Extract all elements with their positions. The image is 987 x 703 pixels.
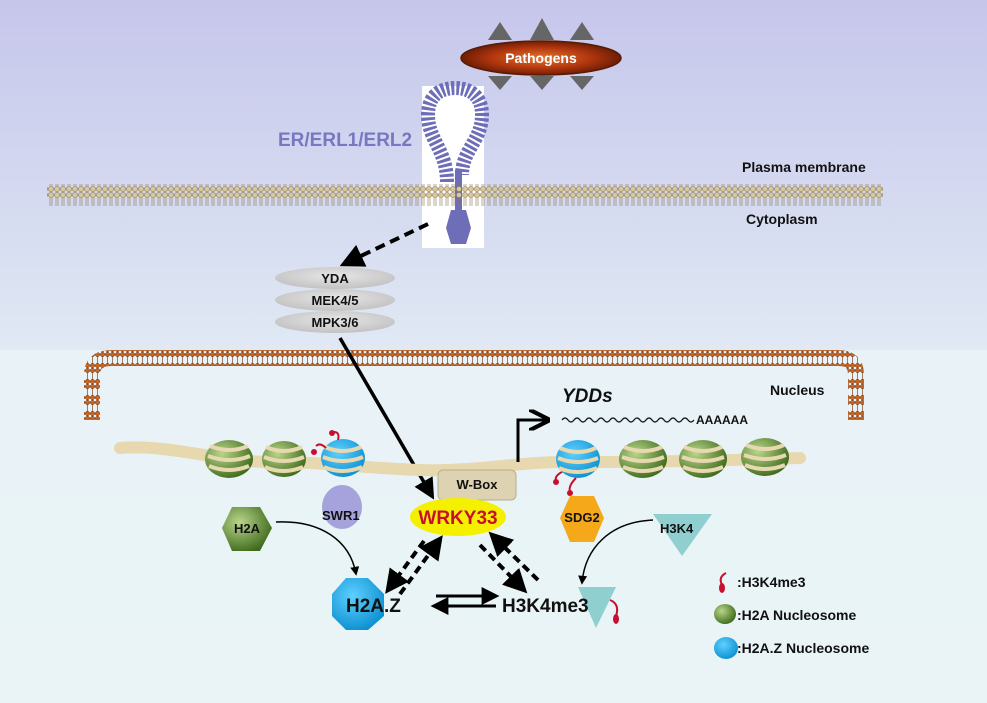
- ydds-label: YDDs: [562, 386, 613, 407]
- yda-node: [275, 267, 395, 289]
- h2a-nucleosome-icon: [222, 507, 272, 551]
- h3k4me3-mark-icon: [609, 599, 619, 624]
- polya-label: AAAAAA: [696, 413, 748, 427]
- legend-h3k4me3-label: :H3K4me3: [737, 574, 806, 590]
- h2a-to-h2az-arrow: [275, 521, 360, 576]
- h2az-label: H2A.Z: [346, 596, 401, 617]
- legend: :H3K4me3 :H2A Nucleosome :H2A.Z Nucleoso…: [714, 572, 869, 659]
- swr1-label: SWR1: [322, 508, 360, 523]
- h2az-nucleosome-icon: [321, 439, 365, 477]
- transcription-start-arrow: [516, 420, 548, 462]
- h2a-nucleosome-icon: [205, 440, 253, 478]
- wrky33-node: [410, 498, 506, 536]
- wbox-label: W-Box: [457, 477, 499, 492]
- h3k4-triangle-icon: [653, 514, 712, 556]
- h2az-to-wrky33-arrow: [398, 535, 443, 596]
- h3k4me3-mark-icon: [719, 572, 727, 593]
- legend-h2a-label: :H2A Nucleosome: [737, 607, 857, 623]
- mek-node: [275, 289, 395, 311]
- h3k4-to-h3k4me3-arrow: [578, 519, 654, 585]
- h3k4me3-mark-icon: [553, 471, 577, 496]
- mek-label: MEK4/5: [312, 293, 359, 308]
- h3k4-label: H3K4: [660, 521, 694, 536]
- plasma-membrane: [47, 184, 883, 206]
- sdg2-label: SDG2: [564, 510, 599, 525]
- h3k4me3-mark-icon: [311, 430, 340, 455]
- h2a-nucleosome-icon: [619, 440, 667, 478]
- h3k4me3-label: H3K4me3: [502, 596, 589, 617]
- swr1-complex: [322, 485, 362, 529]
- h2a-nucleosome-icon: [741, 438, 789, 476]
- yda-label: YDA: [321, 271, 349, 286]
- h2a-nucleosome-icon: [679, 440, 727, 478]
- sdg2-complex: [560, 496, 604, 542]
- wrky33-label: WRKY33: [418, 508, 497, 529]
- wrky33-to-h2az-arrow: [385, 539, 426, 594]
- h2a-nucleosome-icon: [714, 604, 736, 624]
- h2az-nucleosome-icon: [714, 637, 738, 659]
- pathogen-icon: [460, 18, 622, 90]
- nucleus-label: Nucleus: [770, 382, 825, 398]
- pathogens-label: Pathogens: [505, 50, 577, 66]
- wrky33-to-h3k4me3-arrow: [478, 543, 528, 594]
- mpk-node: [275, 311, 395, 333]
- mrna-icon: [561, 417, 695, 423]
- nuclear-membrane: [84, 350, 864, 420]
- cytoplasm-label: Cytoplasm: [746, 211, 818, 227]
- plasma-membrane-label: Plasma membrane: [742, 159, 866, 175]
- h2a-label: H2A: [234, 521, 261, 536]
- h3k4me3-to-wrky33-arrow: [488, 531, 540, 582]
- h2az-nucleosome-icon: [332, 578, 384, 630]
- h2az-nucleosome-icon: [556, 440, 600, 478]
- mpk-label: MPK3/6: [312, 315, 359, 330]
- receptor-label: ER/ERL1/ERL2: [278, 130, 412, 151]
- h2a-nucleosome-icon: [262, 441, 306, 477]
- legend-h2az-label: :H2A.Z Nucleosome: [737, 640, 869, 656]
- h3k4me3-triangle-icon: [578, 587, 616, 628]
